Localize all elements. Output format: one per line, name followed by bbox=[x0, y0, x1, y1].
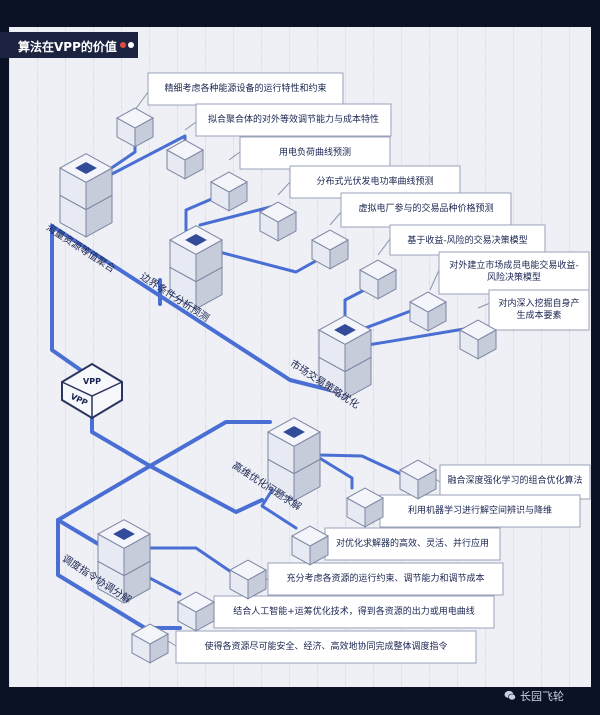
cube-accent bbox=[334, 323, 356, 337]
page-title: 算法在VPP的价值 bbox=[18, 40, 117, 54]
cube-node bbox=[168, 225, 224, 310]
item-label: 用电负荷曲线预测 bbox=[278, 148, 351, 158]
item-label: 对内深入挖掘自身产生成本要素 bbox=[498, 299, 580, 321]
leader-line bbox=[228, 151, 241, 161]
cube-node bbox=[165, 139, 205, 180]
cube-accent bbox=[283, 425, 305, 439]
label-box bbox=[379, 494, 581, 528]
leader-line bbox=[184, 121, 197, 131]
label-box bbox=[239, 136, 391, 170]
label-box bbox=[324, 527, 501, 561]
cube-top-face bbox=[258, 201, 298, 223]
cube-node bbox=[130, 623, 170, 664]
cube-node bbox=[398, 459, 438, 500]
brand-name: 长园飞轮 bbox=[520, 690, 564, 703]
cube-top-face bbox=[209, 171, 249, 193]
cube-node bbox=[408, 291, 448, 332]
title-dots-icon bbox=[120, 42, 134, 48]
cube-top-face bbox=[290, 525, 330, 547]
cube-accent bbox=[185, 233, 207, 247]
cube-top-face bbox=[310, 229, 350, 251]
leader-line bbox=[377, 238, 391, 256]
connector-line bbox=[198, 203, 280, 227]
label-box bbox=[389, 224, 546, 256]
item-label: 精细考虑各种能源设备的运行特性和约束 bbox=[164, 84, 327, 94]
connector-line bbox=[56, 518, 182, 630]
cube-top-face bbox=[115, 107, 155, 129]
cube-top-face bbox=[165, 139, 205, 161]
cube-node bbox=[209, 171, 249, 212]
leader-line bbox=[429, 267, 441, 291]
cube-node bbox=[458, 319, 498, 360]
item-label: 结合人工智能+运筹优化技术，得到各资源的出力或用电曲线 bbox=[233, 607, 475, 617]
label-boxes bbox=[147, 72, 591, 664]
cube-node bbox=[58, 153, 114, 238]
connector-line bbox=[148, 464, 264, 514]
cube-node bbox=[258, 201, 298, 242]
cube-node bbox=[96, 519, 152, 604]
item-label: 虚拟电厂参与的交易品种价格预测 bbox=[358, 204, 494, 214]
cube-accent bbox=[113, 527, 135, 541]
connector-line bbox=[366, 326, 472, 347]
cube-node bbox=[290, 525, 330, 566]
cube-node bbox=[176, 591, 216, 632]
cube-node bbox=[317, 315, 373, 400]
cube-top-face bbox=[130, 623, 170, 645]
item-label: 充分考虑各资源的运行约束、调节能力和调节成本 bbox=[286, 574, 485, 584]
cube-node bbox=[345, 487, 385, 528]
vpp-hexagon bbox=[61, 362, 123, 420]
cube-node bbox=[358, 259, 398, 300]
label-box bbox=[195, 103, 392, 137]
item-label: 分布式光伏发电功率曲线预测 bbox=[316, 177, 434, 187]
label-box bbox=[213, 595, 495, 629]
leader-line bbox=[477, 302, 491, 309]
cube-top-face bbox=[398, 459, 438, 481]
item-label: 利用机器学习进行解空间辨识与降维 bbox=[407, 506, 552, 516]
label-box bbox=[488, 289, 590, 331]
cube-top-face bbox=[408, 291, 448, 313]
item-label: 使得各资源尽可能安全、经济、高效地协同完成整体调度指令 bbox=[204, 642, 448, 652]
connector-line bbox=[128, 546, 242, 580]
title-bar: 算法在VPP的价值 bbox=[0, 32, 138, 58]
cube-top-face bbox=[458, 319, 498, 341]
label-box bbox=[175, 630, 477, 664]
cube-accent bbox=[75, 161, 97, 175]
connector-line bbox=[50, 258, 94, 380]
cube-node bbox=[310, 229, 350, 270]
label-box bbox=[439, 464, 591, 500]
label-box bbox=[438, 251, 590, 295]
label-box bbox=[267, 562, 504, 596]
cube-node bbox=[266, 417, 322, 502]
cube-top-face bbox=[176, 591, 216, 613]
label-box bbox=[340, 192, 512, 228]
leader-line bbox=[329, 210, 343, 226]
wechat-icon bbox=[504, 690, 516, 701]
cube-node bbox=[228, 559, 268, 600]
cube-top-face bbox=[228, 559, 268, 581]
vpp-label-top: VPP bbox=[83, 377, 101, 386]
item-label: 对外建立市场成员电能交易收益-风险决策模型 bbox=[449, 261, 579, 283]
leader-line bbox=[277, 181, 291, 196]
item-label: 融合深度强化学习的组合优化算法 bbox=[447, 476, 583, 486]
item-label: 对优化求解器的高效、灵活、并行应用 bbox=[335, 539, 489, 549]
cube-node bbox=[115, 107, 155, 148]
leader-line bbox=[134, 91, 149, 111]
cube-top-face bbox=[358, 259, 398, 281]
cube-top-face bbox=[345, 487, 385, 509]
item-label: 基于收益-风险的交易决策模型 bbox=[407, 236, 528, 246]
item-label: 拟合聚合体的对外等效调节能力与成本特性 bbox=[207, 115, 379, 125]
connector-line bbox=[50, 224, 340, 394]
